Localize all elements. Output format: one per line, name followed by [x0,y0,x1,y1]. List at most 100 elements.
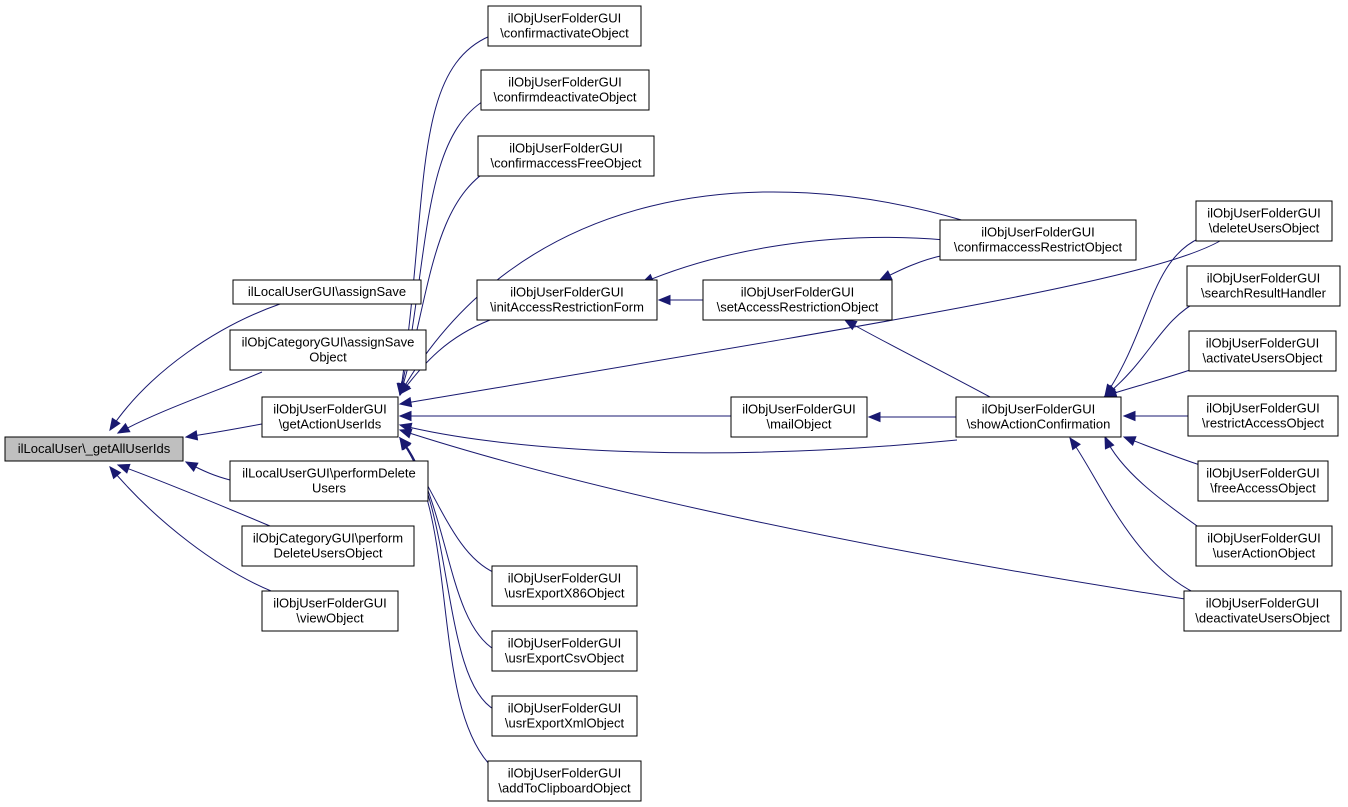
node-box [1195,525,1333,567]
graph-node[interactable]: ilObjCategoryGUI\performDeleteUsersObjec… [241,525,415,567]
graph-node[interactable]: ilObjUserFolderGUI\deleteUsersObject [1195,200,1333,242]
edge-n12-n11 [878,254,946,281]
node-label: ilObjUserFolderGUI [509,141,622,156]
graph-node[interactable]: ilObjUserFolderGUI\viewObject [261,590,399,632]
node-label: ilObjUserFolderGUI [508,571,621,586]
arrowhead-icon [116,422,131,434]
node-box [477,135,655,177]
arrowhead-icon [398,396,413,408]
node-label: ilObjUserFolderGUI [508,636,621,651]
node-label: ilLocalUserGUI\performDelete [242,466,415,481]
node-label: ilObjUserFolderGUI [508,766,621,781]
edge-line [641,236,946,284]
graph-node[interactable]: ilObjUserFolderGUI\setAccessRestrictionO… [702,279,893,321]
edge-line [1104,299,1201,397]
node-label: \confirmdeactivateObject [493,90,636,105]
graph-node[interactable]: ilObjUserFolderGUI\userActionObject [1195,525,1333,567]
arrowhead-icon [1069,436,1081,451]
node-label: \activateUsersObject [1203,351,1323,366]
edge-line [109,466,291,599]
node-box [476,279,658,321]
edge-line [844,319,991,398]
graph-node[interactable]: ilObjUserFolderGUI\freeAccessObject [1197,460,1329,502]
edge-line [1104,369,1191,397]
node-label: ilObjUserFolderGUI [1206,336,1319,351]
node-label: \confirmactivateObject [500,26,629,41]
graph-node[interactable]: ilObjUserFolderGUI\searchResultHandler [1186,265,1341,307]
graph-node[interactable]: ilObjUserFolderGUI\confirmaccessFreeObje… [477,135,655,177]
arrowhead-icon [184,461,199,472]
node-box [261,396,399,438]
edge-line [399,429,1186,600]
edge-n12-n3 [399,191,966,396]
node-label: ilObjUserFolderGUI [1206,596,1319,611]
node-label: \usrExportXmlObject [505,716,625,731]
node-box [1186,265,1341,307]
graph-node[interactable]: ilObjUserFolderGUI\initAccessRestriction… [476,279,658,321]
edge-line [117,464,271,527]
node-box [1183,590,1342,632]
node-box [229,460,429,502]
edge-line [1069,437,1196,594]
edges-layer [109,35,1221,766]
node-box [4,436,184,462]
graph-node[interactable]: ilObjUserFolderGUI\usrExportXmlObject [491,695,638,737]
node-label: \setAccessRestrictionObject [717,300,879,315]
node-label: ilObjUserFolderGUI [508,701,621,716]
node-label: \usrExportCsvObject [505,651,625,666]
node-box [491,695,638,737]
nodes-layer: ilLocalUser\_getAllUserIds ilLocalUserGUI… [4,5,1342,802]
node-box [1188,330,1337,372]
node-label: ilObjUserFolderGUI [981,225,1094,240]
node-label: \showActionConfirmation [967,417,1111,432]
node-box [261,590,399,632]
graph-node[interactable]: ilObjUserFolderGUI\showActionConfirmatio… [955,396,1122,438]
edge-line [399,240,1221,405]
node-label: ilObjUserFolderGUI [982,402,1095,417]
graph-node[interactable]: ilObjUserFolderGUI\usrExportX86Object [491,565,638,607]
edge-line [1123,436,1201,466]
arrowhead-icon [1122,410,1136,422]
node-box [491,565,638,607]
node-box [1197,460,1329,502]
graph-node[interactable]: ilObjUserFolderGUI\mailObject [730,396,868,438]
arrowhead-icon [398,428,413,439]
graph-node[interactable]: ilObjUserFolderGUI\confirmdeactivateObje… [480,69,650,111]
edge-n24-n14 [1104,435,1201,529]
node-label: ilObjUserFolderGUI [1207,271,1320,286]
graph-node[interactable]: ilObjUserFolderGUI\deactivateUsersObject [1183,590,1342,632]
edge-n14-n3 [398,422,958,454]
node-label: ilObjUserFolderGUI [1206,401,1319,416]
node-label: \searchResultHandler [1201,286,1327,301]
node-label: \getActionUserIds [279,417,382,432]
arrowhead-icon [399,381,411,396]
edge-n14-n13 [867,411,957,423]
graph-node[interactable]: ilObjUserFolderGUI\usrExportCsvObject [491,630,638,672]
edge-n23-n14 [1122,436,1201,466]
graph-node[interactable]: ilObjUserFolderGUI\confirmaccessRestrict… [939,219,1137,261]
node-label: ilObjUserFolderGUI [1207,531,1320,546]
graph-node[interactable]: ilObjUserFolderGUI\activateUsersObject [1188,330,1337,372]
arrowhead-icon [867,411,881,423]
node-label: ilLocalUser\_getAllUserIds [18,441,171,456]
edge-n21-n14 [1103,369,1191,398]
node-box [491,630,638,672]
graph-node[interactable]: ilLocalUserGUI\assignSave [232,279,422,305]
arrowhead-icon [116,463,131,474]
root-node[interactable]: ilLocalUser\_getAllUserIds [4,436,184,462]
node-label: \restrictAccessObject [1202,416,1324,431]
arrowhead-icon [1104,435,1115,450]
graph-node[interactable]: ilObjUserFolderGUI\confirmactivateObject [487,5,642,47]
node-label: \initAccessRestrictionForm [490,300,644,315]
graph-node[interactable]: ilObjUserFolderGUI\addToClipboardObject [487,760,642,802]
edge-line [1104,436,1201,529]
node-label: ilObjUserFolderGUI [508,75,621,90]
edge-n19-n14 [1104,237,1201,398]
edge-n25-n14 [1069,436,1196,594]
edge-line [185,423,263,438]
graph-node[interactable]: ilObjUserFolderGUI\restrictAccessObject [1187,395,1339,437]
graph-node[interactable]: ilObjUserFolderGUI\getActionUserIds [261,396,399,438]
edge-n3-n0 [184,423,263,441]
